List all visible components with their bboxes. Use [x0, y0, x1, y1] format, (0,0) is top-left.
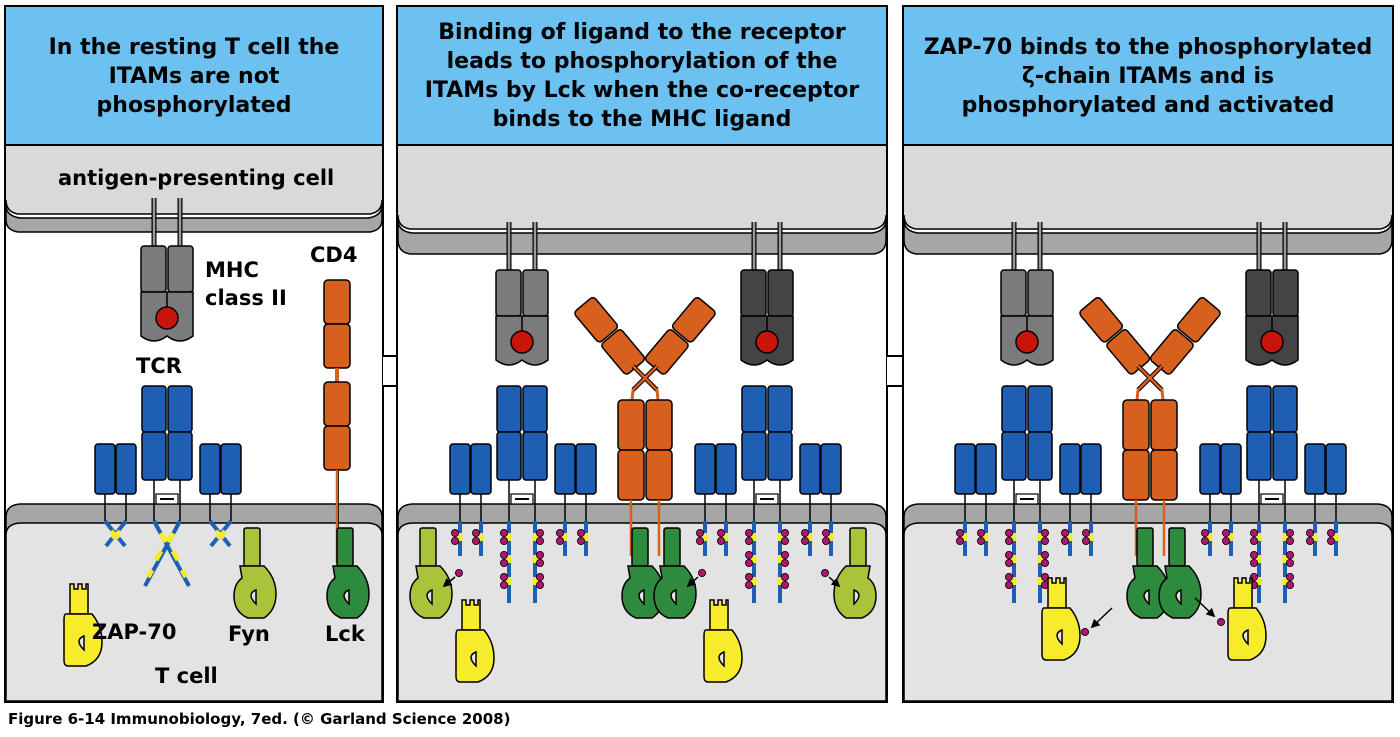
- panel-3-header-bg: [904, 7, 1392, 145]
- zap70-label: ZAP-70: [92, 620, 177, 644]
- lck-label: Lck: [325, 622, 365, 646]
- panel-2-header-bg: [398, 7, 886, 145]
- panel-3-title: ZAP-70 binds to the phosphorylated ζ-cha…: [904, 7, 1392, 145]
- panel-2-title-line: binds to the MHC ligand: [492, 107, 792, 132]
- panel-1-title-line: ITAMs are not: [108, 63, 280, 89]
- panel-2-title-line: ITAMs by Lck when the co-receptor: [424, 78, 860, 103]
- panel-1-title: In the resting T cell the ITAMs are not …: [6, 7, 382, 145]
- panel-1-header-bg: [6, 7, 382, 145]
- panel-3: [902, 5, 1394, 703]
- fyn-label: Fyn: [228, 622, 270, 646]
- panel-2: [396, 5, 888, 703]
- panel-1-title-line: phosphorylated: [96, 92, 292, 118]
- mhc-class-label: class II: [205, 286, 287, 310]
- cd4-label: CD4: [310, 243, 358, 267]
- panel-1-title-line: In the resting T cell the: [48, 34, 340, 60]
- tcr-label: TCR: [136, 354, 182, 378]
- tcell-region: [5, 522, 383, 702]
- panel-3-title-line: ζ-chain ITAMs and is: [1021, 63, 1275, 89]
- apc-region: [6, 146, 382, 214]
- panel-2-title-line: leads to phosphorylation of the: [446, 49, 838, 74]
- figure-caption: Figure 6-14 Immunobiology, 7ed. (© Garla…: [8, 710, 511, 728]
- tcell-label: T cell: [155, 664, 218, 688]
- panel-2-title-line: Binding of ligand to the receptor: [438, 20, 846, 45]
- apc-label: antigen-presenting cell: [58, 166, 335, 190]
- panel-1: [4, 5, 384, 703]
- panel-3-title-line: ZAP-70 binds to the phosphorylated: [923, 34, 1373, 60]
- mhc-label: MHC: [205, 258, 259, 282]
- panel-2-title: Binding of ligand to the receptor leads …: [398, 7, 886, 145]
- panel-3-title-line: phosphorylated and activated: [961, 92, 1335, 118]
